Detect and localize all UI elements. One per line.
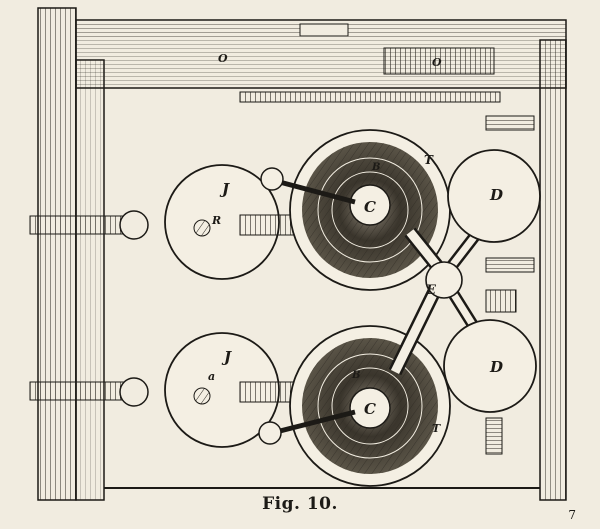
upper-shaft [29,210,149,240]
label-hub-e: E [425,283,437,298]
label-wheel-j-top: J [219,180,230,198]
label-wheel-j-bottom: J [221,348,232,366]
label-beam-top: O [218,52,228,65]
label-gear-c-bottom: C [364,400,376,418]
upper-d-disc [447,149,541,243]
label-small-b-bottom: B [351,370,360,381]
label-beam-right: O [432,56,442,69]
label-disc-d-bottom: D [489,358,503,376]
top-beam [75,19,567,103]
upper-c-gear [260,129,451,291]
figure-caption: Fig. 10. [262,494,338,514]
lower-c-gear [258,325,451,487]
label-gear-c-top: C [364,198,376,216]
lower-shaft [29,377,149,407]
label-disc-d-top: D [489,186,503,204]
e-hub [425,261,463,299]
lower-d-disc [443,319,537,413]
label-small-b-top: B [371,162,380,173]
label-pin-r: R [211,214,221,227]
label-small-t-bottom: T [432,422,441,435]
label-small-t-top: T [424,153,434,167]
corner-mark: 7 [568,508,576,522]
label-pin-a: a [208,370,215,383]
right-frame-post [485,39,567,501]
